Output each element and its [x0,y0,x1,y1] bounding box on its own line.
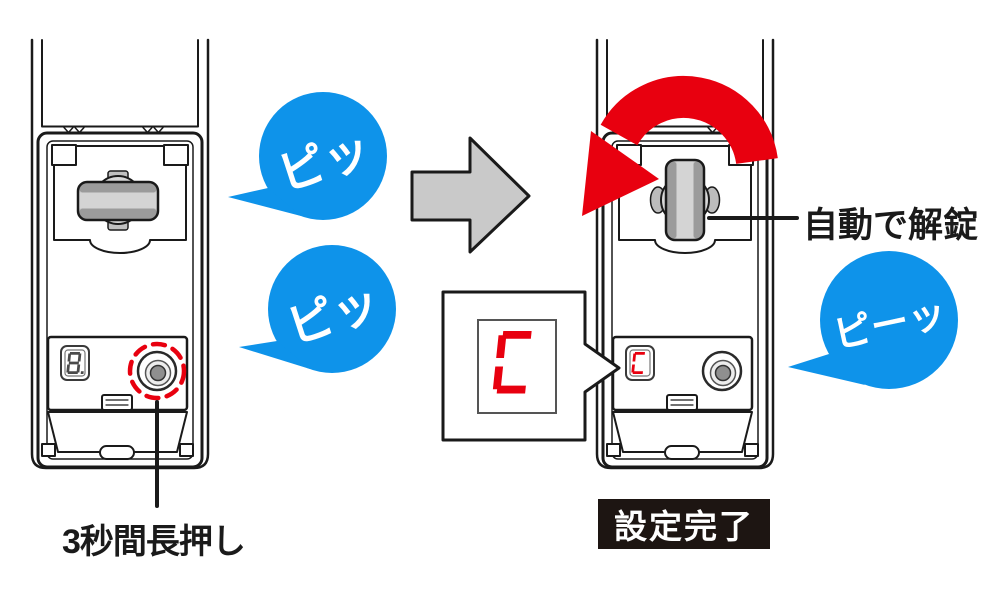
speech-bubbles [228,92,958,389]
segment-display-right [625,345,655,381]
beep-bubble-long [788,251,958,389]
press-highlight-dashed-circle [127,341,187,401]
display-zoom-callout [441,290,621,442]
setup-complete-badge: 設定完了 [598,499,770,549]
hold-button-label: 3秒間長押し [62,523,246,561]
thumbturn-vertical [649,158,721,242]
battery-cover-right [606,394,759,460]
door-inner-lines [41,39,199,127]
left-device [30,38,210,508]
plate-corner-left [51,144,77,166]
segment-display-left [60,345,90,381]
set-button-right [701,350,743,392]
thumbturn-horizontal [76,170,160,231]
beep-bubble-1 [228,92,387,220]
set-button-left [136,350,178,392]
rotation-arrow [582,75,778,216]
beep-bubble-2 [239,245,396,373]
display-digit-left [66,352,84,374]
display-digit-zoom [492,331,532,394]
proceed-arrow [410,136,531,254]
right-device [595,38,799,470]
display-digit-right [631,352,645,374]
battery-cover-left [41,394,194,460]
auto-unlock-label: 自動で解錠 [803,206,979,245]
door-inner-lines [606,39,764,127]
plate-corner-right [163,144,189,166]
rotation-arrowhead [582,131,659,216]
rotation-arc [600,75,778,165]
